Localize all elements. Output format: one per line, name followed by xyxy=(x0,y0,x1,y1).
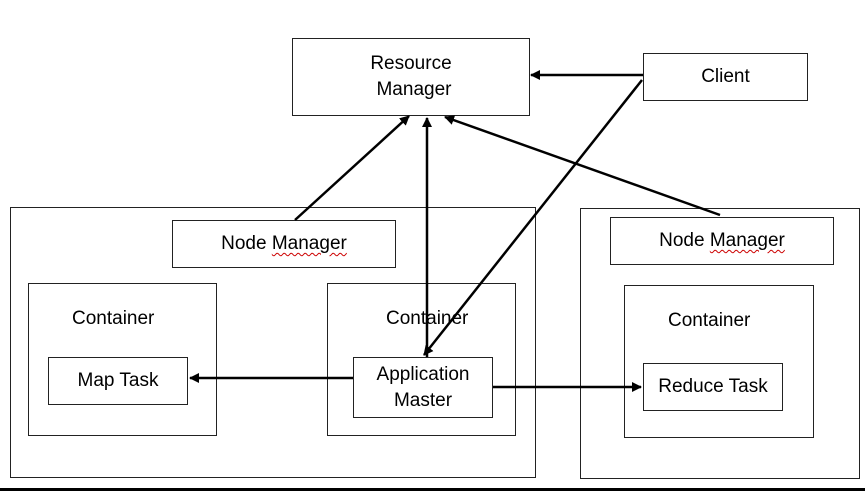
left-node-manager-prefix: Node xyxy=(221,233,272,254)
client-box: Client xyxy=(643,53,808,101)
right-node-manager-prefix: Node xyxy=(659,230,710,251)
bottom-divider xyxy=(0,488,865,491)
arrow-right-node-manager-to-resource-manager xyxy=(444,115,721,217)
left-node-manager-label: Node Manager xyxy=(221,233,347,255)
resource-manager-label: Resource Manager xyxy=(370,51,451,103)
left-container-1-title: Container xyxy=(72,308,155,329)
reduce-task-box: Reduce Task xyxy=(643,363,783,411)
left-node-manager-suffix: Manager xyxy=(271,233,347,254)
left-container-2 xyxy=(327,283,516,436)
application-master-label: Application Master xyxy=(377,362,470,414)
right-container-title: Container xyxy=(668,310,751,331)
left-container-1 xyxy=(28,283,217,436)
resource-manager-line1: Resource xyxy=(370,53,452,74)
right-container xyxy=(624,285,814,438)
left-node-manager-box: Node Manager xyxy=(172,220,396,268)
right-node-manager-suffix: Manager xyxy=(709,230,785,251)
right-node-manager-label: Node Manager xyxy=(659,230,785,252)
application-master-line2: Master xyxy=(393,389,453,411)
map-task-box: Map Task xyxy=(48,357,188,405)
map-task-label: Map Task xyxy=(77,370,159,391)
left-container-2-title: Container xyxy=(386,308,469,329)
right-node-manager-box: Node Manager xyxy=(610,217,834,265)
client-label: Client xyxy=(701,66,750,87)
arrow-left-node-manager-to-resource-manager xyxy=(294,115,410,221)
application-master-box: Application Master xyxy=(353,357,493,418)
application-master-line1: Application xyxy=(376,363,470,385)
resource-manager-line2: Manager xyxy=(376,79,452,100)
reduce-task-label: Reduce Task xyxy=(658,376,768,397)
resource-manager-box: Resource Manager xyxy=(292,38,530,116)
